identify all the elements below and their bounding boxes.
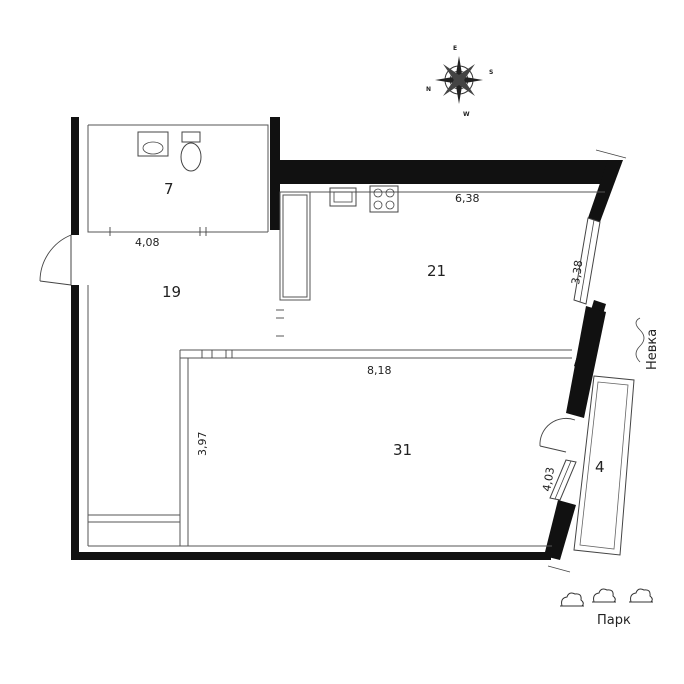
dim-living-length: 8,18 — [367, 364, 392, 377]
room-area-balcony: 4 — [595, 458, 605, 476]
kitchen-fixtures — [329, 185, 399, 213]
sink-icon — [137, 131, 169, 157]
entrance-door — [39, 234, 72, 286]
room-area-hall: 19 — [162, 283, 181, 301]
park-label: Парк — [597, 613, 631, 628]
bathroom-right-wall — [270, 160, 280, 230]
left-wall-lower — [71, 285, 79, 560]
toilet-icon — [180, 142, 202, 172]
dim-living-window: 4,03 — [540, 466, 557, 492]
kitchen-top-wall — [280, 160, 617, 184]
river-bracket — [635, 317, 645, 363]
room-area-living: 31 — [393, 441, 412, 459]
dim-kitchen-window: 3,38 — [569, 259, 585, 285]
tree-icon — [592, 588, 616, 603]
left-wall-upper — [71, 117, 79, 235]
balcony — [573, 375, 635, 556]
compass-n: N — [426, 86, 431, 93]
toilet-tank-icon — [181, 131, 201, 143]
river-label: Невка — [645, 329, 660, 370]
room-area-bathroom: 7 — [164, 180, 174, 198]
compass-icon — [435, 56, 483, 104]
bottom-wall — [71, 552, 551, 560]
bathroom-fixtures — [137, 131, 202, 172]
dim-kitchen-length: 6,38 — [455, 192, 480, 205]
top-left-cap — [71, 117, 79, 125]
right-pier — [566, 306, 606, 418]
bathroom-right-wall-top — [270, 117, 280, 167]
compass-e: E — [453, 45, 457, 52]
right-wall-upper — [588, 160, 623, 222]
dim-bathroom-width: 4,08 — [135, 236, 160, 249]
stove-icon — [369, 185, 399, 213]
dim-living-height: 3,97 — [196, 432, 209, 457]
tree-icon — [560, 592, 584, 607]
compass-s: S — [489, 69, 493, 76]
exterior-walls — [71, 117, 623, 560]
compass-w: W — [463, 111, 470, 118]
right-wall-lower — [544, 500, 576, 560]
windows — [547, 149, 627, 573]
balcony-door — [539, 417, 576, 453]
room-area-kitchen: 21 — [427, 262, 446, 280]
kitchen-sink-icon — [329, 187, 357, 207]
tree-icon — [629, 588, 653, 603]
